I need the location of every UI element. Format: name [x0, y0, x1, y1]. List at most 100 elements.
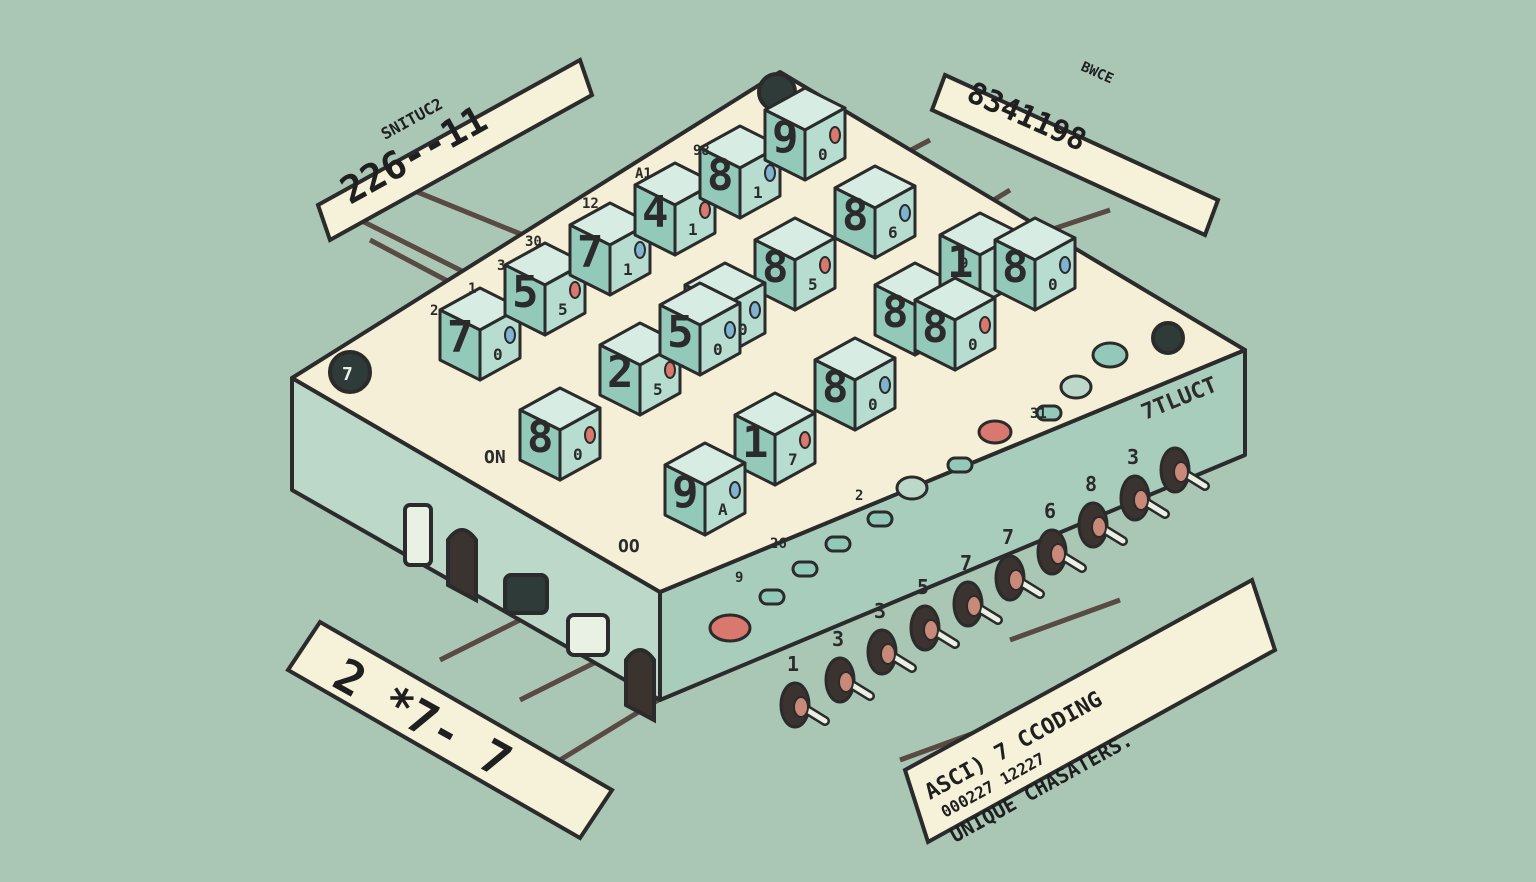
small-mark: A1: [635, 166, 652, 182]
small-mark: 9: [960, 256, 968, 272]
small-switch[interactable]: [1035, 404, 1063, 422]
red-button[interactable]: [977, 419, 1013, 445]
small-switch[interactable]: [758, 588, 786, 606]
toggle-port[interactable]: [994, 554, 1045, 602]
corner-hole: [1151, 321, 1185, 355]
toggle-collar: [838, 671, 854, 693]
toggle-collar: [966, 595, 982, 617]
key-indicator: [569, 281, 581, 299]
key-subdigit: A: [718, 500, 728, 519]
round-button[interactable]: [1091, 341, 1129, 369]
key-digit: 2: [607, 347, 634, 398]
small-switch[interactable]: [824, 535, 852, 553]
small-mark: 30: [525, 234, 542, 250]
cable-port: [624, 648, 656, 724]
key-subdigit: 5: [808, 275, 818, 294]
toggle-port[interactable]: [1036, 528, 1087, 576]
key-subdigit: 1: [753, 183, 763, 202]
toggle-port[interactable]: [866, 628, 917, 676]
round-button[interactable]: [895, 475, 929, 501]
port: [503, 573, 549, 615]
key-indicator: [979, 316, 991, 334]
toggle-port[interactable]: [909, 604, 960, 652]
small-switch[interactable]: [791, 560, 819, 578]
toggle-collar: [1050, 543, 1066, 565]
toggle-port[interactable]: [1119, 474, 1170, 522]
small-mark: 31: [1030, 406, 1047, 422]
small-switch[interactable]: [866, 510, 894, 528]
port-number: 3: [1127, 445, 1139, 469]
key-indicator: [764, 164, 776, 182]
key-subdigit: 0: [573, 445, 583, 464]
toggle-port[interactable]: [952, 580, 1003, 628]
key-indicator: [504, 326, 516, 344]
port-number: 3: [832, 627, 844, 651]
round-button[interactable]: [1059, 374, 1093, 400]
key-digit: 5: [667, 307, 694, 358]
bottom-left-card: [285, 619, 615, 841]
wire: [1049, 207, 1111, 233]
key-digit: 8: [1002, 242, 1029, 293]
small-mark: 26: [770, 536, 787, 552]
toggle-collar: [1173, 461, 1189, 483]
toggle-collar: [923, 619, 939, 641]
red-button[interactable]: [708, 613, 752, 643]
key-digit: 8: [822, 362, 849, 413]
key-subdigit: 7: [788, 450, 798, 469]
key-subdigit: 1: [688, 220, 698, 239]
key-indicator: [634, 241, 646, 259]
wire: [1009, 597, 1121, 643]
oo-label: OO: [618, 536, 640, 557]
key-subdigit: 0: [968, 335, 978, 354]
keys: 7055714181908685802550808010801780809A: [438, 86, 1077, 537]
front-panel: [403, 503, 656, 724]
key-indicator: [899, 204, 911, 222]
key-digit: 8: [707, 150, 734, 201]
key-digit: 9: [672, 467, 699, 518]
key-indicator: [799, 431, 811, 449]
toggle-port[interactable]: [824, 656, 875, 704]
label-cards: [285, 57, 1278, 845]
key-digit: 5: [512, 267, 539, 318]
toggle-port[interactable]: [1159, 446, 1210, 494]
toggle-collar: [880, 643, 896, 665]
small-controls: [708, 341, 1129, 643]
small-mark: 2: [430, 303, 438, 319]
key-indicator: [1059, 256, 1071, 274]
key-subdigit: 5: [653, 380, 663, 399]
key-subdigit: 0: [493, 345, 503, 364]
key-digit: 8: [527, 412, 554, 463]
key-indicator: [724, 321, 736, 339]
key-digit: 8: [882, 287, 909, 338]
key-digit: 8: [922, 302, 949, 353]
port-number: 8: [1085, 472, 1097, 496]
key-digit: 9: [772, 112, 799, 163]
corner-hole: [328, 350, 372, 394]
toggle-port[interactable]: [779, 681, 830, 729]
usb-port: [446, 528, 478, 604]
key-indicator: [749, 301, 761, 319]
key-indicator: [879, 376, 891, 394]
key-digit: 1: [742, 417, 769, 468]
small-switch[interactable]: [946, 456, 974, 474]
corner-badge: 7: [342, 364, 353, 385]
port-number: 5: [917, 575, 929, 599]
toggle-port[interactable]: [1077, 501, 1128, 549]
small-mark: 98: [693, 143, 710, 159]
key-subdigit: 0: [1048, 275, 1058, 294]
led-indicator: [403, 503, 433, 567]
